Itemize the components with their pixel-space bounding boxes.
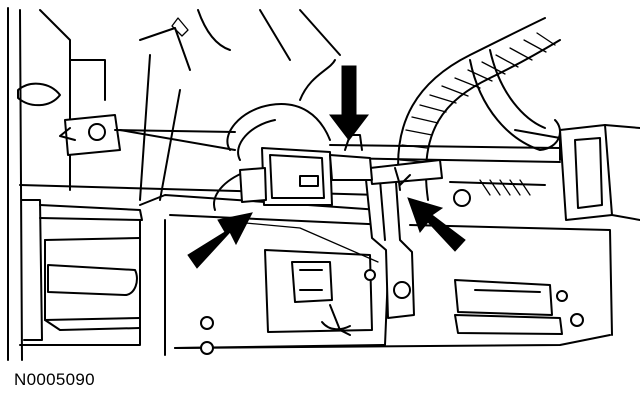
wiring-harness-corrugated [397,17,561,201]
leader-lines [234,221,379,263]
switch-bracket [364,159,443,319]
cross-rod [329,144,561,207]
electrical-connector [239,134,373,206]
lower-right-slot-bracket [454,279,584,335]
upper-frame [119,9,341,201]
arrow-right [407,197,466,252]
right-bracket [559,124,640,221]
figure-reference-code: N0005090 [14,370,95,389]
left-wall-panel [7,7,106,361]
callout-arrows [187,65,466,269]
mounting-bracket-left [59,114,236,156]
connector-harness-wires [213,59,336,211]
arrow-top [328,65,370,141]
arrow-left [187,212,253,269]
